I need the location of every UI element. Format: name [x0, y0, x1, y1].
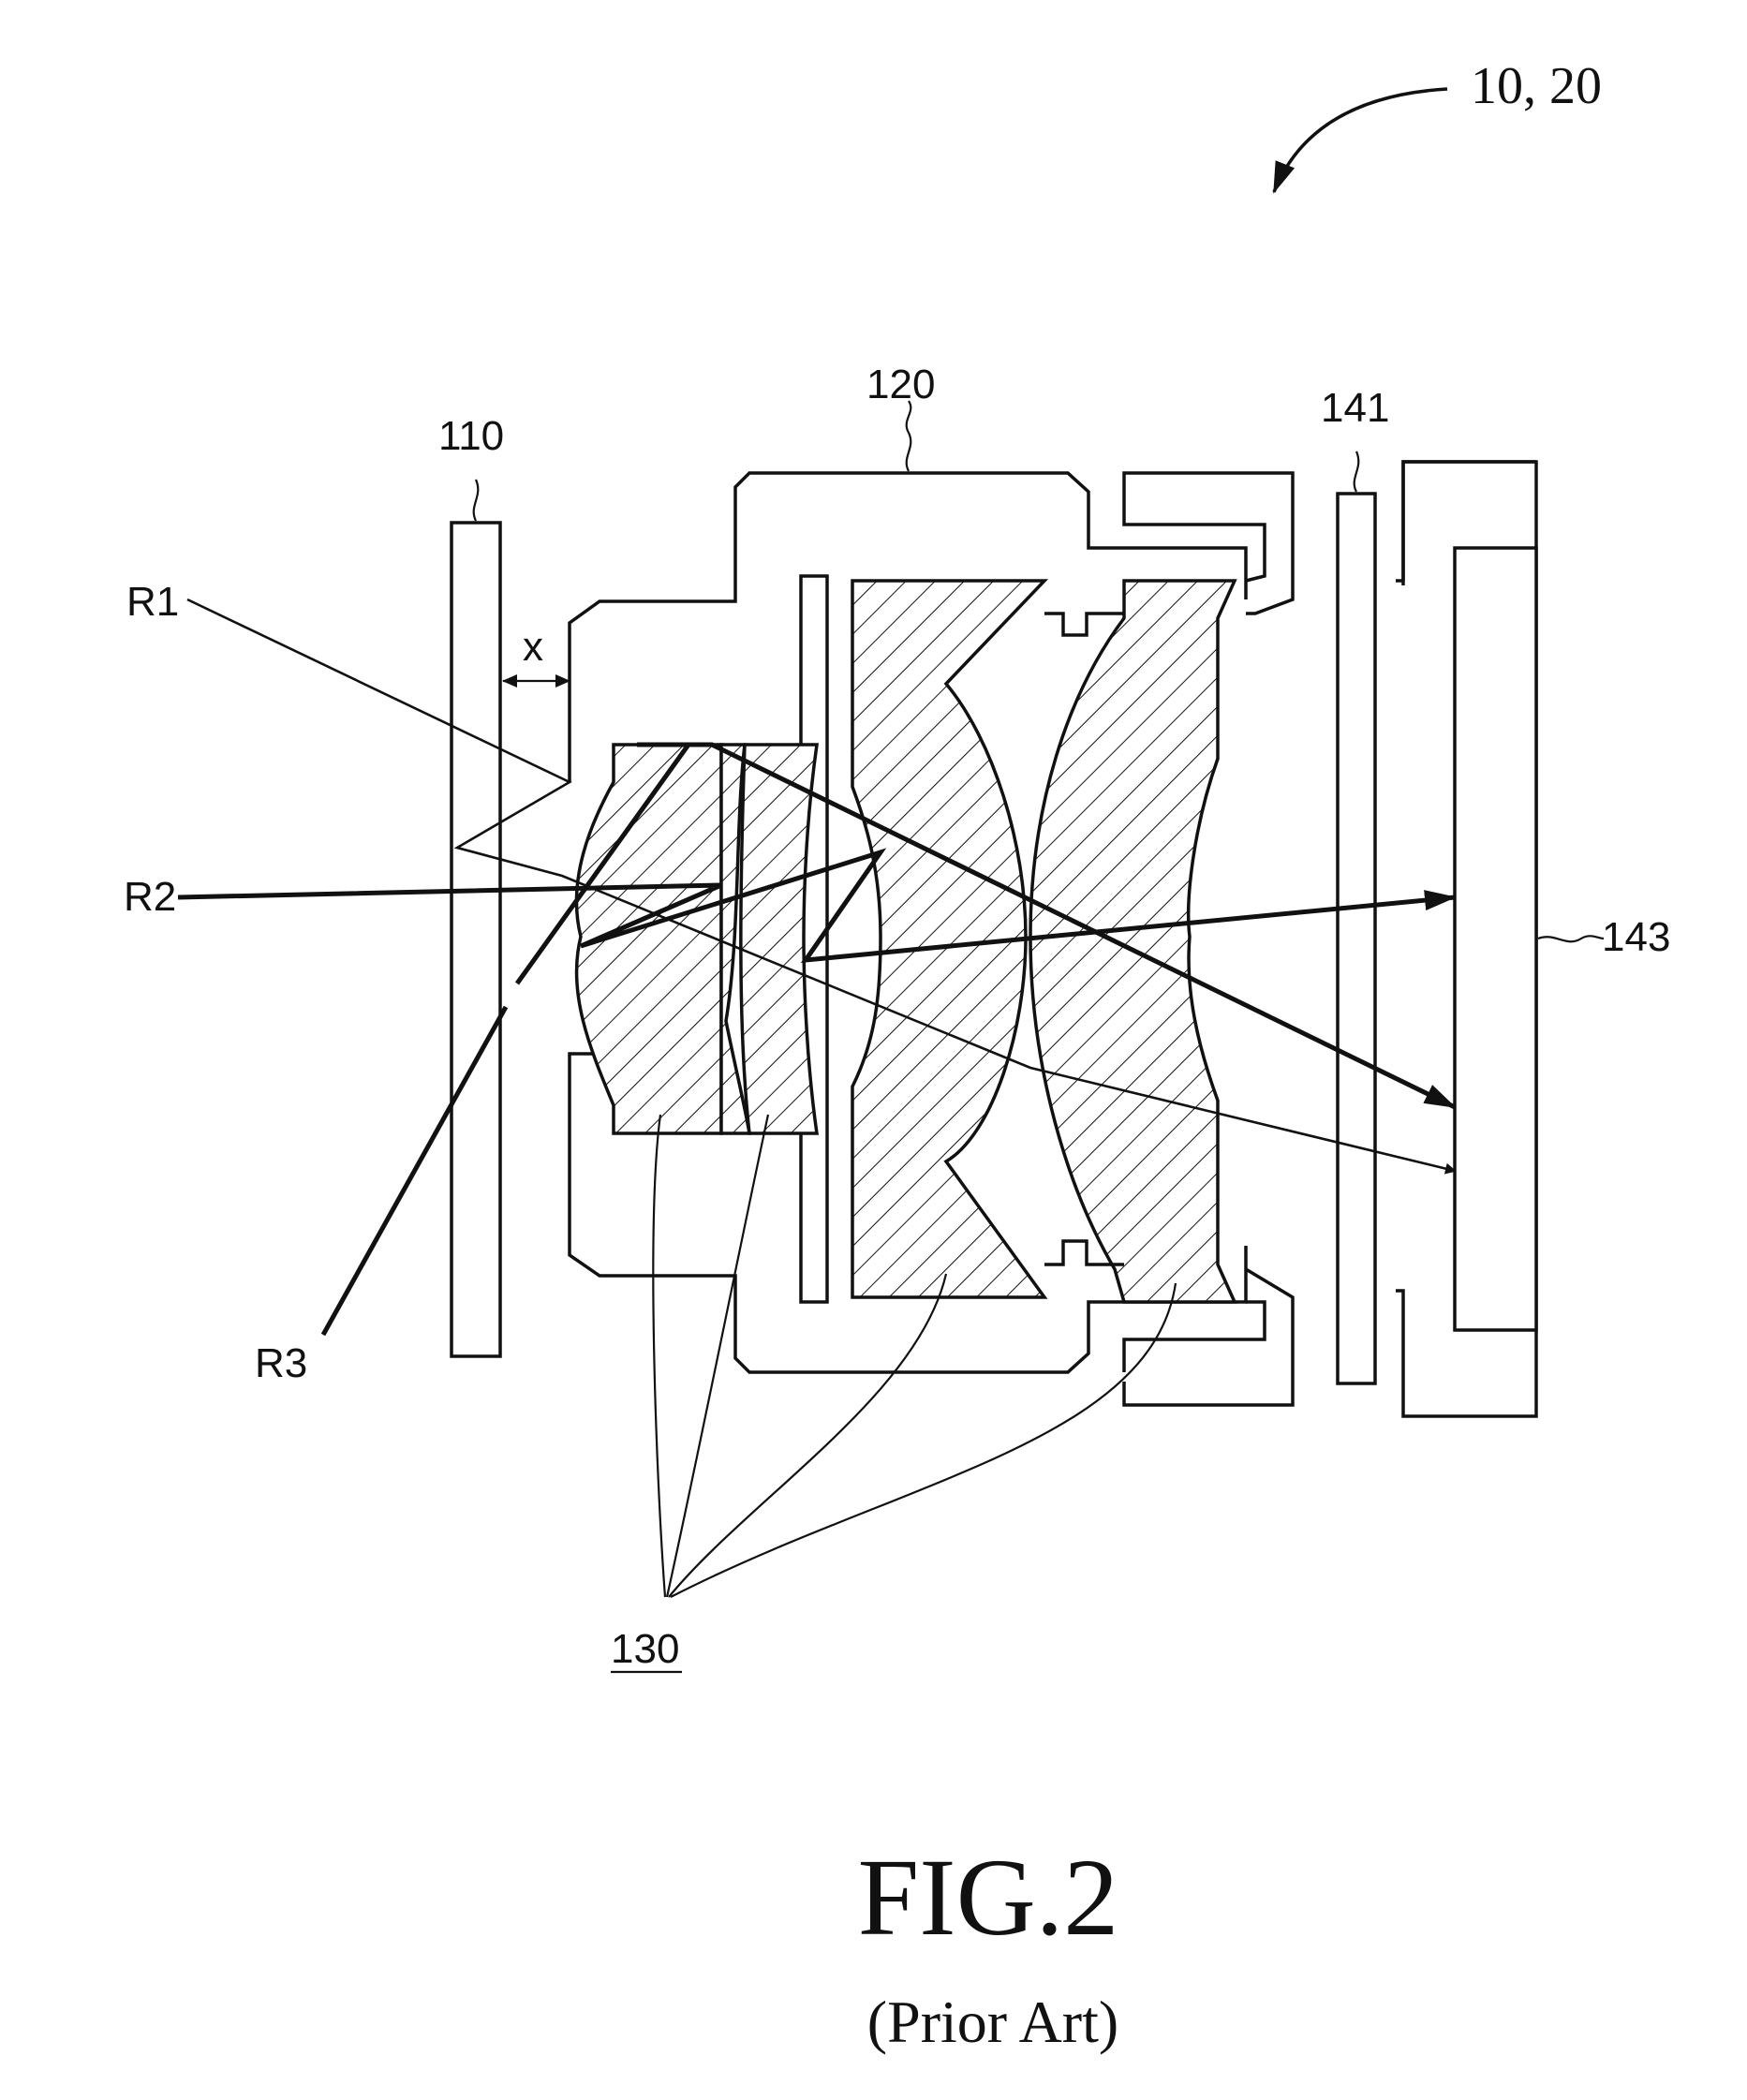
sensor-leader	[1538, 936, 1604, 941]
window-leader	[474, 480, 479, 521]
filter-label: 141	[1321, 385, 1389, 431]
ray-r1-label: R1	[126, 579, 179, 625]
gap-dimension: x	[503, 624, 570, 681]
sensor-die	[1455, 548, 1536, 1330]
gap-label: x	[523, 624, 543, 670]
filter-141: 141	[1321, 385, 1389, 1383]
window-110: 110	[438, 413, 504, 1356]
lens-group-label: 130	[611, 1626, 679, 1672]
lens-group-leader-3	[669, 1274, 946, 1597]
figure-note: (Prior Art)	[867, 1989, 1118, 2055]
device-reference-leader	[1274, 89, 1447, 192]
ray-r3-label: R3	[255, 1340, 307, 1386]
lens-spacer-notch-top	[1044, 614, 1124, 635]
figure-caption: FIG.2 (Prior Art)	[858, 1836, 1119, 2055]
sensor-143: 143	[1396, 462, 1670, 1416]
device-reference: 10, 20	[1274, 57, 1602, 192]
lens-group-leader-2	[667, 1115, 768, 1597]
window-plate	[452, 523, 500, 1356]
device-reference-label: 10, 20	[1471, 57, 1602, 115]
window-label: 110	[438, 413, 504, 459]
figure-number: FIG.2	[858, 1836, 1119, 1959]
lens-element-5	[1030, 581, 1235, 1302]
lens-group-leader-1	[653, 1115, 665, 1597]
housing-leader	[907, 401, 911, 471]
housing-label: 120	[866, 362, 935, 407]
filter-leader	[1355, 451, 1359, 492]
ray-r2-label: R2	[124, 874, 176, 920]
filter-plate	[1338, 494, 1375, 1383]
sensor-label: 143	[1602, 914, 1670, 960]
